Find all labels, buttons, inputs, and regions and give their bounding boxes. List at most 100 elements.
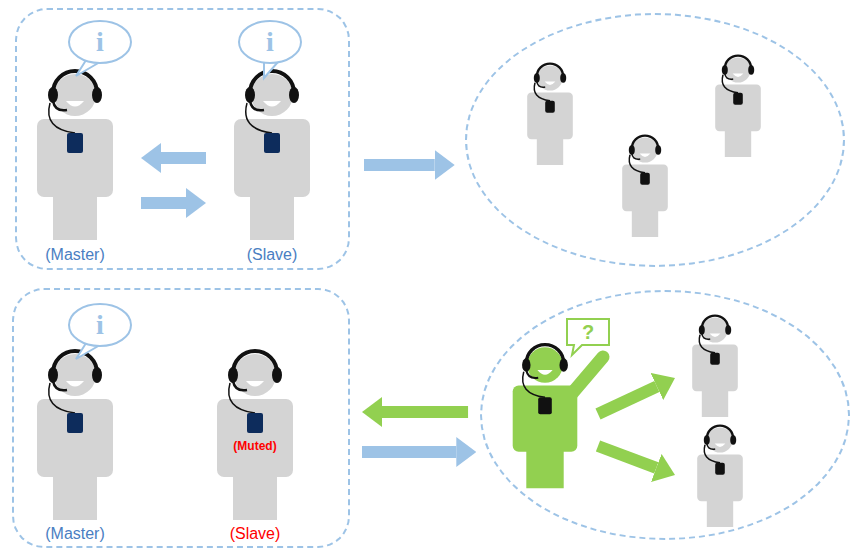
person-figure — [697, 426, 743, 527]
figure-head — [702, 317, 727, 342]
figure-mouth — [733, 74, 744, 77]
headset-mic — [725, 74, 733, 80]
headset-mic — [537, 82, 545, 88]
figure-head — [537, 65, 562, 90]
role-label: (Muted) — [201, 437, 309, 455]
figure-mouth — [537, 370, 552, 375]
headset-cup — [245, 87, 255, 103]
headset-cup — [228, 367, 238, 383]
figure-head — [632, 137, 657, 162]
headset-band — [53, 71, 97, 93]
headset-band — [250, 71, 294, 93]
device-wire — [49, 383, 75, 413]
figure-head — [251, 74, 293, 116]
group-ellipse — [465, 13, 845, 267]
chest-device — [710, 353, 720, 365]
chest-device — [733, 93, 743, 105]
question-bubble: ? — [566, 318, 610, 346]
figure-mouth — [246, 381, 264, 387]
headset-cup — [92, 367, 102, 383]
headset-mic — [632, 154, 640, 160]
figure-torso — [234, 119, 310, 197]
chest-device — [640, 173, 650, 185]
figure-head — [725, 57, 750, 82]
headset-cup — [748, 65, 754, 75]
flow-arrow — [382, 406, 468, 418]
headset-cup — [725, 325, 731, 335]
headset-cup — [92, 87, 102, 103]
figure-head — [527, 347, 563, 383]
figure-torso — [37, 119, 113, 197]
headset-cup — [722, 65, 728, 75]
device-wire — [629, 155, 645, 173]
role-label: (Slave) — [218, 246, 326, 264]
headset-cup — [48, 87, 58, 103]
headset-band — [632, 136, 658, 149]
person-figure — [715, 56, 761, 157]
figure-head — [234, 354, 276, 396]
figure-mouth — [640, 154, 651, 157]
headset-mic — [53, 381, 67, 390]
info-bubble: i — [238, 20, 302, 64]
person-figure — [527, 64, 573, 165]
headset-cup — [522, 358, 531, 372]
figure-torso — [715, 84, 761, 131]
headset-mic — [250, 101, 264, 110]
device-wire — [699, 335, 715, 353]
figure-mouth — [263, 101, 281, 107]
device-wire — [534, 83, 550, 101]
figure-torso — [513, 385, 578, 451]
headset-cup — [704, 435, 710, 445]
figure-legs — [707, 500, 733, 527]
info-bubble: i — [68, 20, 132, 64]
headset-band — [707, 426, 733, 439]
headset-cup — [560, 73, 566, 83]
figure-head — [54, 74, 96, 116]
person-figure — [513, 345, 603, 489]
chest-device — [538, 397, 552, 414]
headset-band — [53, 351, 97, 373]
headset-band — [702, 316, 728, 329]
spread-arrow — [598, 386, 657, 414]
person-figure — [37, 71, 113, 240]
group-panel: i(Master)(Muted)(Slave) — [12, 288, 350, 548]
figure-mouth — [66, 381, 84, 387]
chest-device — [67, 413, 83, 433]
flow-arrow — [141, 197, 186, 209]
bubble-body — [69, 304, 131, 346]
figure-mouth — [66, 101, 84, 107]
person-node: (Master) — [21, 60, 129, 267]
group-ellipse: ? — [480, 290, 850, 540]
info-bubble: i — [68, 303, 132, 347]
chest-device — [67, 133, 83, 153]
figure-head — [54, 354, 96, 396]
info-icon: i — [96, 28, 104, 56]
figure-legs — [53, 475, 97, 520]
figure-torso — [527, 92, 573, 139]
figure-legs — [250, 195, 294, 240]
headset-cup — [272, 367, 282, 383]
headset-mic — [707, 444, 715, 450]
headset-cup — [655, 145, 661, 155]
headset-cup — [559, 358, 568, 372]
figure-torso — [697, 454, 743, 501]
headset-cup — [534, 73, 540, 83]
device-wire — [229, 383, 255, 413]
role-label: (Master) — [21, 246, 129, 264]
headset-band — [526, 345, 563, 364]
bubble-body — [567, 319, 609, 355]
question-mark: ? — [582, 322, 594, 342]
person-figure — [217, 351, 293, 520]
headset-mic — [233, 381, 247, 390]
figure-torso — [37, 399, 113, 477]
person-figure — [234, 71, 310, 240]
bubble-body — [239, 21, 301, 63]
role-label: (Master) — [21, 525, 129, 543]
device-wire — [246, 103, 272, 133]
chest-device — [545, 101, 555, 113]
chest-device — [715, 463, 725, 475]
figure-legs — [537, 138, 563, 165]
figure-head — [707, 427, 732, 452]
